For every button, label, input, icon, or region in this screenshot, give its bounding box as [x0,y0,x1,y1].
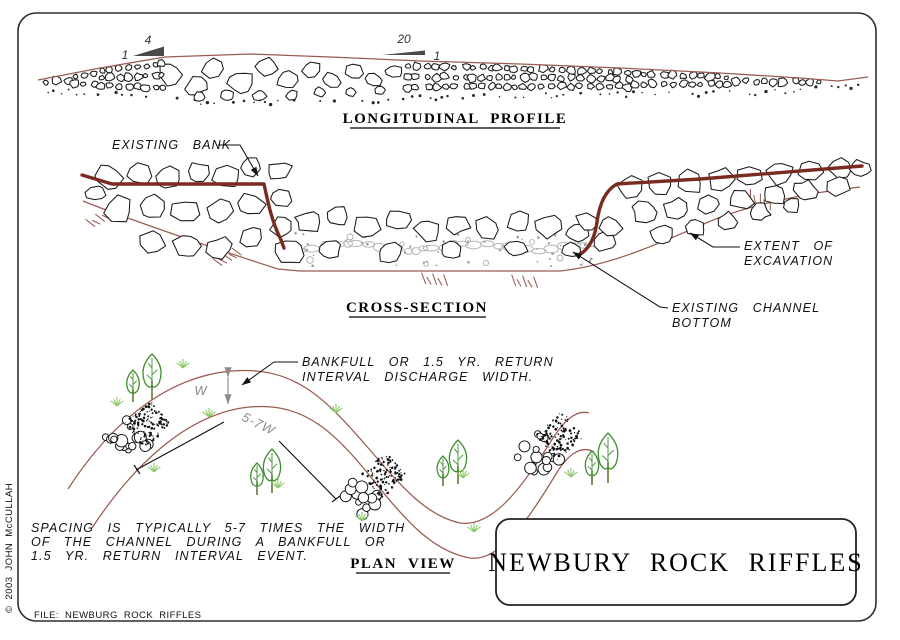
grass-tufts [110,359,578,533]
existing-channel-bottom-label-line1: EXISTING CHANNEL [672,301,820,315]
riffle-cross-section-rocks [84,157,872,264]
slope-symbol-right: 20 1 [382,32,440,63]
slope-left-rise-label: 1 [122,48,129,62]
excavation-line [82,186,861,272]
width-label: W [194,383,208,398]
spacing-dimension-tick-left [133,464,141,475]
existing-bank-line-left [80,173,286,250]
spacing-dimension-line-left [135,421,225,471]
title-block: NEWBURY ROCK RIFFLES [488,518,863,606]
plan-view-title: PLAN VIEW [350,556,456,572]
existing-channel-bottom-leader [572,251,669,309]
spacing-dimension-tick-right [331,495,341,503]
sheet-border [17,12,877,622]
title-block-border [495,518,857,606]
cross-section-title: CROSS-SECTION [346,300,488,316]
spacing-note-line1: SPACING IS TYPICALLY 5-7 TIMES THE WIDTH [31,521,405,535]
extent-of-excavation-label-line1: EXTENT OF [744,239,833,253]
channel-bank-line-lower [91,405,595,559]
spacing-dimension-line-right [278,440,337,500]
longitudinal-profile-title: LONGITUDINAL PROFILE [343,111,568,127]
trees [126,353,619,495]
riffle-profile-rocks [42,56,860,107]
profile-surface-line [37,53,869,82]
slope-right-run-label: 20 [396,32,411,46]
bankfull-leader [241,361,298,386]
spacing-label: 5-7W [240,409,279,438]
slope-left-wedge-icon [133,46,164,56]
slope-right-wedge-icon [382,50,425,55]
existing-bank-line-right [580,164,864,255]
file-label: FILE: NEWBURG ROCK RIFFLES [34,610,201,621]
plan-view: W BANKFULL OR 1.5 YR. RETURN INTERVAL DI… [31,353,619,574]
cross-section-view: EXISTING BANK EXTENT OF EXCAVATION EXIST… [80,138,872,330]
slope-right-rise-label: 1 [434,49,441,63]
spacing-note-line3: 1.5 YR. RETURN INTERVAL EVENT. [31,549,308,563]
existing-channel-bottom-label-line2: BOTTOM [672,316,732,330]
longitudinal-profile-view: 4 1 20 1 LONGITUDINAL PROFILE [37,32,869,129]
sheet-title: NEWBURY ROCK RIFFLES [488,548,863,577]
slope-symbol-left: 4 1 [122,33,164,62]
bankfull-note-line2: INTERVAL DISCHARGE WIDTH. [302,370,533,384]
spacing-note-line2: OF THE CHANNEL DURING A BANKFULL OR [31,535,386,549]
copyright-label: © 2003 JOHN McCULLAH [4,483,15,613]
extent-of-excavation-label-line2: EXCAVATION [744,254,833,268]
bankfull-note-line1: BANKFULL OR 1.5 YR. RETURN [302,355,554,369]
plan-riffle-clusters [101,402,582,521]
extent-of-excavation-leader [689,232,740,248]
existing-bank-leader [218,144,259,177]
existing-bank-label: EXISTING BANK [112,138,231,152]
slope-left-run-label: 4 [145,33,152,47]
